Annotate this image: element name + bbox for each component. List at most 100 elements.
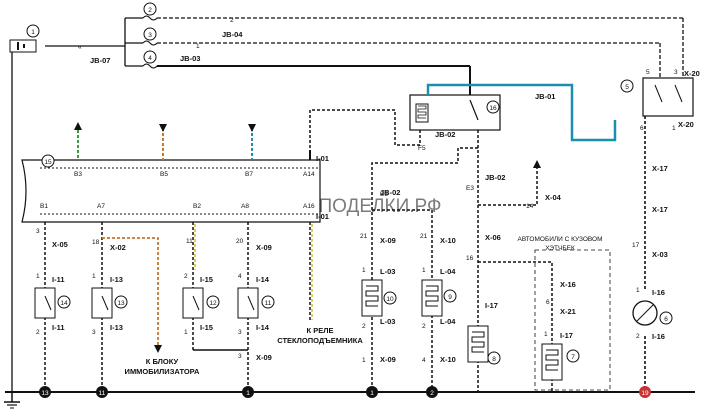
svg-text:4: 4 [238,273,242,280]
svg-text:6: 6 [664,316,668,323]
pin-a8: A8 [241,203,249,210]
svg-text:21: 21 [420,233,428,240]
svg-text:2: 2 [36,329,40,336]
label-x17-b: X-17 [652,205,668,214]
svg-text:2: 2 [184,273,188,280]
svg-text:1: 1 [246,390,250,397]
svg-text:2: 2 [636,333,640,340]
svg-text:3: 3 [238,353,242,360]
label-x09-a: X-09 [256,243,272,252]
label-i16-top: I-16 [652,288,665,297]
label-i14-bottom: I-14 [256,323,270,332]
middle-wires [371,147,553,392]
ground-point-1b: 1 [366,386,378,398]
svg-text:11: 11 [186,238,193,245]
fuse-10: 10 [361,279,397,317]
fuse-2: 2 [143,2,157,16]
svg-text:20: 20 [236,238,244,245]
label-x09-c: X-09 [380,236,396,245]
label-i17-b: I-17 [560,331,573,340]
label-i14-top: I-14 [256,275,270,284]
battery-number: 1 [26,24,40,38]
pin-a7: A7 [97,203,105,210]
svg-text:2: 2 [430,390,434,397]
fuse-symbols [142,15,158,69]
label-x06: X-06 [485,233,501,242]
label-i16-bottom: I-16 [652,332,665,341]
immobilizer-wire [102,237,159,345]
svg-text:21: 21 [360,233,368,240]
svg-text:4: 4 [422,357,426,364]
label-i15-top: I-15 [200,275,213,284]
svg-text:3: 3 [674,69,678,76]
label-i13-top: I-13 [110,275,123,284]
label-x10-b: X-10 [440,355,456,364]
label-jb02-a: JB-02 [380,188,400,197]
battery [9,39,37,53]
svg-text:10: 10 [386,296,394,303]
label-x20-bottom: X-20 [678,120,694,129]
svg-text:1: 1 [362,267,366,274]
switch-13: 13 [91,287,128,319]
pin-a16: A16 [303,203,315,210]
pin-b7: B7 [245,171,253,178]
svg-text:13: 13 [117,300,125,307]
hatchback-box [534,249,611,391]
fuse-3: 3 [143,27,157,41]
svg-text:12: 12 [209,300,217,307]
label-jb03: JB-03 [180,54,200,63]
pin-jb03: 1 [196,43,200,50]
label-x09-d: X-09 [380,355,396,364]
label-x02: X-02 [110,243,126,252]
hatchback-note-line2: ХЭТЧБЕК [545,245,575,252]
ground-point-11: 11 [96,386,108,398]
label-i17-a: I-17 [485,301,498,310]
svg-text:14: 14 [526,203,534,210]
svg-text:16: 16 [489,105,497,112]
lamp-7: 7 [541,343,580,381]
label-l03-top: L-03 [380,267,395,276]
svg-text:5: 5 [625,84,629,91]
module-5: 5 [620,77,694,117]
ground-point-2: 2 [426,386,438,398]
label-x04: X-04 [545,193,562,202]
fuse-8: 8 [467,325,501,365]
svg-text:13: 13 [41,390,49,397]
label-jb02-relay: JB-02 [435,130,455,139]
label-l04-bottom: L-04 [440,317,456,326]
label-x03: X-03 [652,250,668,259]
label-i11-bottom: I-11 [52,323,65,332]
svg-text:16: 16 [466,255,474,262]
label-x17-a: X-17 [652,164,668,173]
svg-text:2: 2 [148,7,152,14]
svg-text:11: 11 [99,390,106,397]
svg-text:1: 1 [362,357,366,364]
relay-note-line1: К РЕЛЕ [307,326,334,335]
svg-text:1: 1 [672,125,676,132]
immobilizer-arrow [154,345,162,353]
label-i01-top: I-01 [316,154,329,163]
svg-text:17: 17 [632,242,640,249]
pin-b5-jb02: B5 [380,191,388,198]
label-e3: E3 [466,185,474,192]
label-x09-b: X-09 [256,353,272,362]
fuse-9: 9 [421,279,457,317]
top-output-wires [77,128,311,160]
yellow-wire [194,224,313,320]
svg-text:5: 5 [646,69,650,76]
ground-bus [4,391,695,409]
label-i11-top: I-11 [52,275,65,284]
svg-text:15: 15 [44,159,52,166]
pin-jb04: 2 [230,17,234,24]
svg-text:6: 6 [640,125,644,132]
control-unit-15: 15 [21,154,321,223]
svg-text:1: 1 [370,390,374,397]
dashed-relay-wires [309,109,479,160]
svg-text:7: 7 [571,354,575,361]
lamp-6: 6 [632,300,673,326]
label-x10-a: X-10 [440,236,456,245]
label-jb01: JB-01 [535,92,555,101]
label-l03-bottom: L-03 [380,317,395,326]
switch-14: 14 [34,287,71,319]
